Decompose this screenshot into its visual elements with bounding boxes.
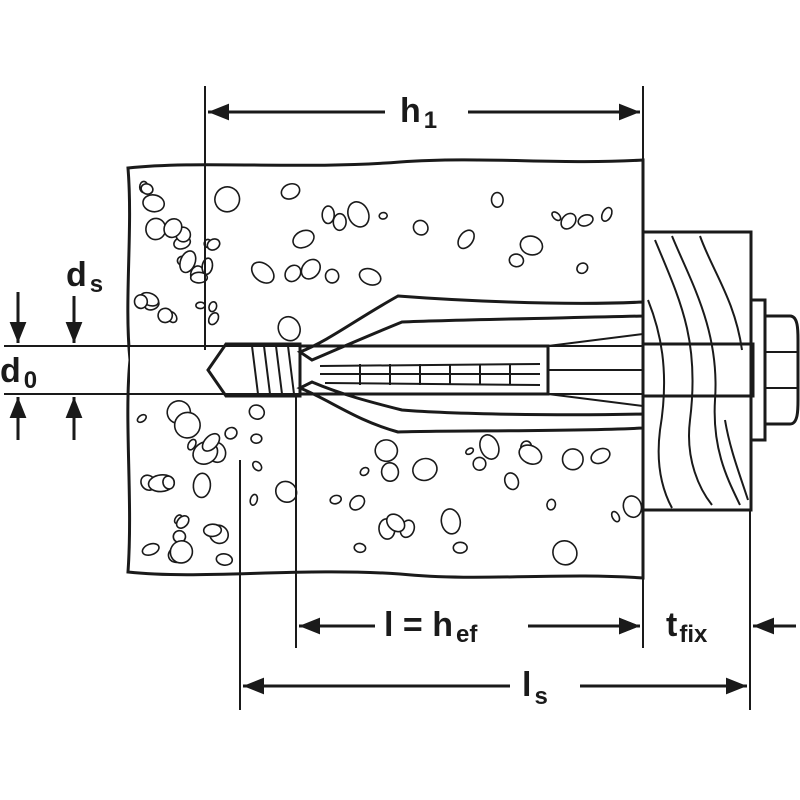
concrete-pore: [321, 205, 336, 225]
concrete-pores: [133, 180, 643, 566]
concrete-pore: [332, 212, 347, 232]
anchor-wing-bottom: [296, 380, 645, 434]
hollow-wall-anchor-icon: [206, 294, 645, 434]
concrete-pore: [452, 541, 468, 554]
concrete-pore: [576, 262, 589, 275]
concrete-pore: [465, 447, 475, 456]
concrete-pore: [324, 268, 340, 284]
concrete-pore: [215, 553, 234, 566]
bolt-head: [763, 314, 800, 426]
concrete-pore: [610, 510, 621, 523]
concrete-pore: [347, 201, 370, 228]
sleeve-slots: [319, 363, 541, 386]
concrete-pore: [503, 472, 520, 491]
concrete-pore: [136, 413, 147, 424]
concrete-pore: [490, 191, 504, 208]
concrete-pore: [359, 466, 370, 477]
concrete-pore: [374, 439, 399, 463]
concrete-pore: [202, 523, 223, 538]
concrete-pore: [179, 250, 197, 274]
concrete-pore: [551, 211, 562, 222]
concrete-pore: [157, 307, 174, 324]
concrete-pore: [142, 194, 166, 213]
concrete-pore: [189, 271, 209, 284]
concrete-pore: [508, 253, 525, 268]
concrete-pore: [479, 434, 500, 460]
concrete-pore: [590, 447, 611, 465]
concrete-pore: [385, 513, 406, 533]
concrete-pore: [140, 183, 154, 195]
concrete-pore: [329, 494, 343, 505]
concrete-pore: [277, 315, 301, 342]
concrete-pore: [440, 508, 462, 535]
concrete-pore: [192, 472, 212, 499]
concrete-pore: [206, 238, 221, 251]
concrete-block-icon: [126, 158, 645, 580]
concrete-pore: [175, 515, 190, 529]
concrete-block: [126, 158, 645, 580]
anchor-wing-top: [296, 294, 645, 362]
concrete-pore: [163, 218, 183, 239]
concrete-pore: [378, 211, 388, 220]
concrete-pore: [353, 542, 367, 554]
concrete-pore: [214, 186, 241, 213]
timber-fixture-icon: [641, 230, 753, 512]
concrete-pore: [457, 229, 475, 250]
concrete-pore: [248, 404, 266, 420]
concrete-pore: [412, 457, 438, 482]
concrete-pore: [380, 462, 400, 482]
concrete-pore: [519, 235, 544, 256]
wood-grain: [647, 235, 749, 509]
concrete-pore: [169, 540, 194, 564]
hex-bolt-head-icon: [749, 298, 800, 442]
concrete-pore: [250, 261, 275, 284]
bolt-shaft: [641, 342, 755, 398]
concrete-pore: [546, 498, 557, 511]
concrete-pore: [284, 264, 302, 283]
concrete-pore: [577, 213, 594, 227]
concrete-pore: [560, 212, 577, 230]
concrete-pore: [173, 411, 201, 439]
concrete-pore: [224, 426, 238, 440]
concrete-pore: [412, 219, 429, 236]
concrete-pore: [141, 542, 160, 556]
concrete-pore: [600, 206, 613, 222]
concrete-pore: [187, 438, 197, 451]
concrete-pore: [195, 301, 206, 310]
concrete-pore: [249, 493, 259, 506]
concrete-pore: [251, 460, 263, 472]
concrete-pore: [472, 456, 487, 471]
extension-lines: [4, 86, 751, 710]
concrete-pore: [274, 480, 298, 503]
concrete-pore: [133, 294, 149, 310]
concrete-pore: [552, 539, 578, 566]
concrete-pore: [250, 433, 263, 445]
dimension-tfix: tfix: [612, 606, 796, 648]
concrete-pore: [358, 267, 382, 286]
concrete-pore: [349, 494, 366, 511]
screw-thread: [251, 345, 295, 395]
concrete-pore: [201, 432, 221, 452]
concrete-pore: [622, 495, 643, 519]
concrete-pore: [292, 229, 315, 249]
label-tfix: tfix: [666, 606, 708, 648]
concrete-pore: [280, 182, 301, 200]
concrete-pore: [300, 258, 322, 280]
concrete-pore: [518, 444, 543, 465]
concrete-pore: [207, 312, 220, 326]
concrete-pore: [561, 448, 584, 471]
concrete-pore: [208, 301, 218, 313]
concrete-pore: [162, 475, 176, 490]
